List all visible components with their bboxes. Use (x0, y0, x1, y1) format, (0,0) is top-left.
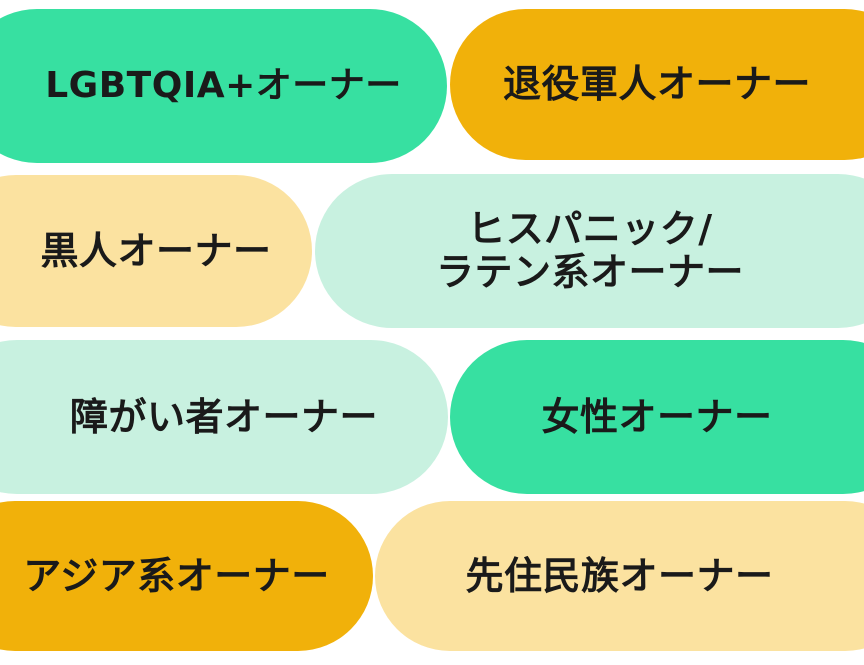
black-owner-pill: 黒人オーナー (0, 175, 312, 327)
veteran-owner-pill: 退役軍人オーナー (450, 9, 864, 160)
disability-owner-pill: 障がい者オーナー (0, 340, 448, 494)
asian-owner-pill: アジア系オーナー (0, 501, 373, 651)
women-owner-pill: 女性オーナー (450, 340, 864, 494)
lgbtqia-owner-pill: LGBTQIA+オーナー (0, 9, 447, 163)
hispanic-latino-owner-pill: ヒスパニック/ ラテン系オーナー (315, 174, 864, 328)
indigenous-owner-pill: 先住民族オーナー (375, 501, 864, 651)
